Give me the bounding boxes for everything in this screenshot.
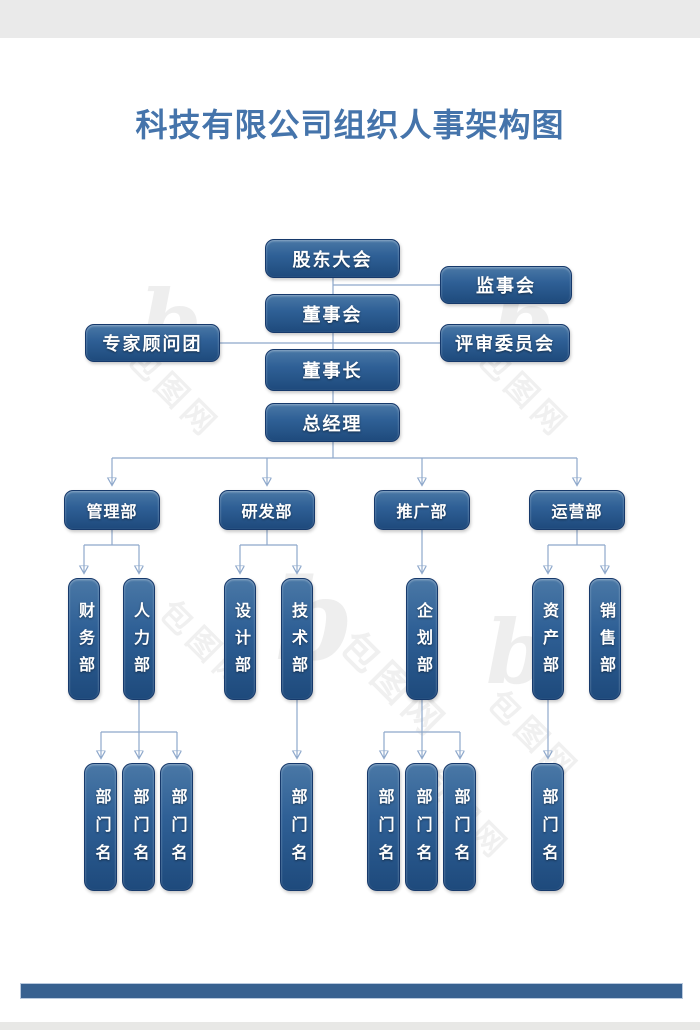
org-node-promotion-dept: 推广部 (374, 490, 470, 530)
org-node-rnd-dept: 研发部 (219, 490, 315, 530)
org-node-technology-dept: 技术部 (281, 578, 313, 700)
org-node-placeholder-2: 部门名 (122, 763, 155, 891)
org-node-sales-dept: 销售部 (589, 578, 621, 700)
org-node-operations-dept: 运营部 (529, 490, 625, 530)
org-node-assets-dept: 资产部 (532, 578, 564, 700)
org-node-hr-dept: 人力部 (123, 578, 155, 700)
org-node-shareholders-meeting: 股东大会 (265, 239, 400, 278)
org-node-placeholder-8: 部门名 (531, 763, 564, 891)
org-node-chairman: 董事长 (265, 349, 400, 391)
org-node-expert-advisory-group: 专家顾问团 (85, 324, 220, 362)
org-node-placeholder-1: 部门名 (84, 763, 117, 891)
org-node-board-of-directors: 董事会 (265, 294, 400, 333)
org-node-review-committee: 评审委员会 (440, 324, 570, 362)
org-node-general-manager: 总经理 (265, 403, 400, 442)
org-node-placeholder-4: 部门名 (280, 763, 313, 891)
org-node-design-dept: 设计部 (224, 578, 256, 700)
org-node-placeholder-3: 部门名 (160, 763, 193, 891)
background-strip-top (0, 0, 700, 38)
org-node-placeholder-7: 部门名 (443, 763, 476, 891)
org-node-placeholder-6: 部门名 (405, 763, 438, 891)
org-node-finance-dept: 财务部 (68, 578, 100, 700)
org-node-placeholder-5: 部门名 (367, 763, 400, 891)
org-node-management-dept: 管理部 (64, 490, 160, 530)
footer-bar (20, 983, 683, 999)
org-node-planning-dept: 企划部 (406, 578, 438, 700)
page-title: 科技有限公司组织人事架构图 (135, 107, 565, 143)
background-strip-bottom (0, 1022, 700, 1030)
org-node-supervisory-board: 监事会 (440, 266, 572, 304)
